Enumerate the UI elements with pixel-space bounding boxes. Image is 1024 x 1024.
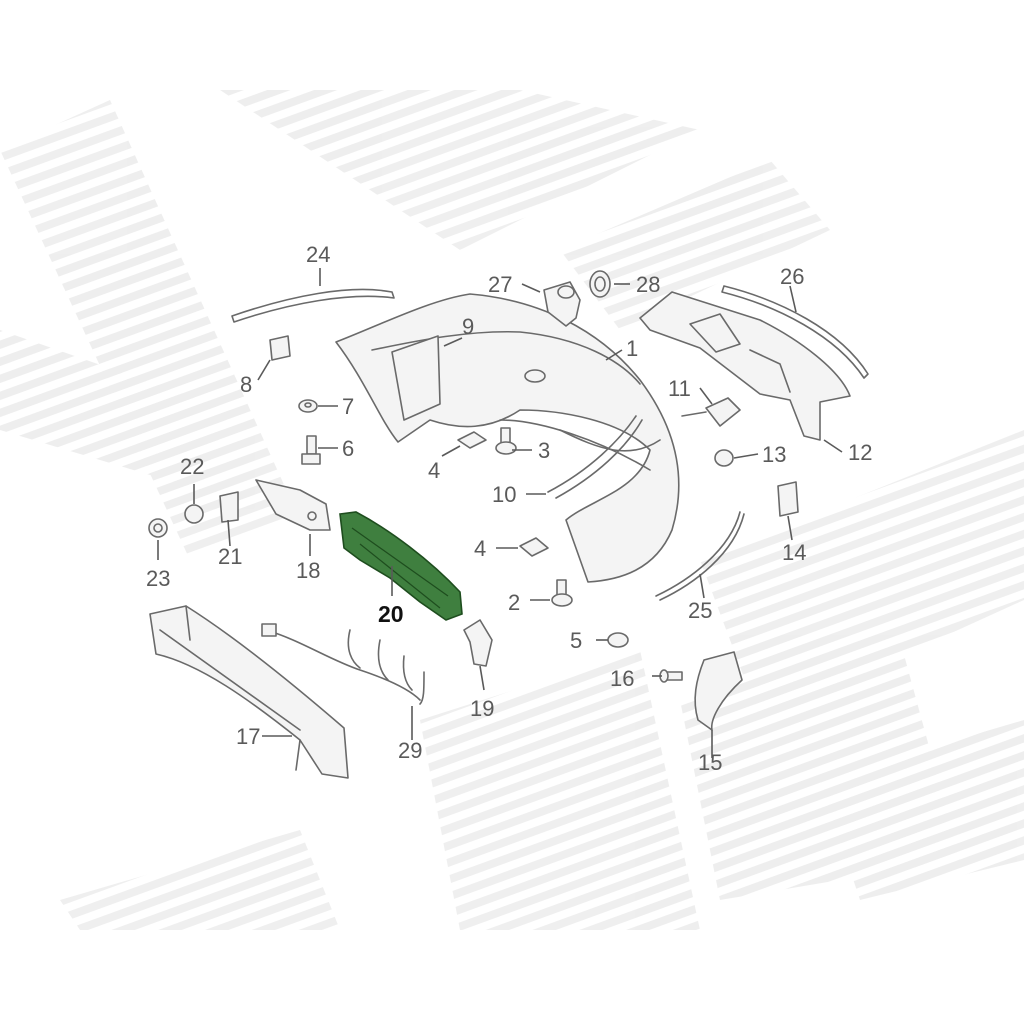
part-9-reflector-trim	[391, 335, 441, 421]
part-13-nut	[714, 449, 734, 467]
part-21-clip	[219, 491, 239, 523]
callout-25: 25	[688, 598, 712, 623]
part-22-washer	[184, 504, 204, 524]
callout-29: 29	[398, 738, 422, 763]
part-8-clip	[269, 335, 291, 361]
callout-28: 28	[636, 272, 660, 297]
callout-24: 24	[306, 242, 330, 267]
part-6-bolt	[301, 435, 321, 465]
callout-6: 6	[342, 436, 354, 461]
part-4-clip-upper	[457, 431, 487, 449]
callout-27: 27	[488, 272, 512, 297]
callout-10: 10	[492, 482, 516, 507]
part-23-grommet	[148, 518, 168, 538]
part-12-diffuser	[639, 291, 851, 441]
callout-labels: 1 2 3 4 4 5 6 7 8 9 10 11 12 13 14 15 16…	[146, 242, 872, 775]
callout-1: 1	[626, 336, 638, 361]
callout-26: 26	[780, 264, 804, 289]
part-18-bracket	[255, 479, 331, 531]
part-2-bolt	[551, 579, 573, 607]
callout-11: 11	[668, 376, 691, 401]
callout-17: 17	[236, 724, 260, 749]
watermark	[0, 90, 1024, 930]
callout-3: 3	[538, 438, 550, 463]
part-27-sensor	[543, 281, 581, 327]
callout-21: 21	[218, 544, 242, 569]
callout-22: 22	[180, 454, 204, 479]
callout-23: 23	[146, 566, 170, 591]
part-26-trim-strip	[721, 285, 869, 379]
callout-8: 8	[240, 372, 252, 397]
part-14-clip	[777, 481, 799, 517]
part-15-mudflap	[694, 651, 743, 731]
part-10-strip	[547, 415, 643, 499]
part-29-harness	[261, 623, 425, 705]
callout-5: 5	[570, 628, 582, 653]
part-3-bolt	[495, 427, 517, 455]
part-25-strip	[655, 511, 745, 601]
callout-19: 19	[470, 696, 494, 721]
callout-16: 16	[610, 666, 634, 691]
callout-15: 15	[698, 750, 722, 775]
part-17-beam	[149, 605, 349, 779]
part-16-screw	[659, 669, 683, 683]
part-24-trim-strip	[231, 288, 395, 323]
callout-4-upper: 4	[428, 458, 440, 483]
part-19-sensor	[463, 619, 493, 667]
leader-lines	[157, 268, 843, 758]
callout-18: 18	[296, 558, 320, 583]
callout-14: 14	[782, 540, 806, 565]
callout-12: 12	[848, 440, 872, 465]
callout-13: 13	[762, 442, 786, 467]
part-11-bracket	[681, 397, 741, 427]
part-4-clip-lower	[519, 537, 549, 557]
part-5-clip	[607, 632, 629, 648]
callout-9: 9	[462, 314, 474, 339]
part-7-washer	[298, 399, 318, 413]
callout-20: 20	[378, 601, 404, 627]
callout-7: 7	[342, 394, 354, 419]
callout-2: 2	[508, 590, 520, 615]
part-28-grommet	[589, 270, 611, 298]
part-20-absorber-highlighted	[339, 511, 463, 621]
callout-4-lower: 4	[474, 536, 486, 561]
